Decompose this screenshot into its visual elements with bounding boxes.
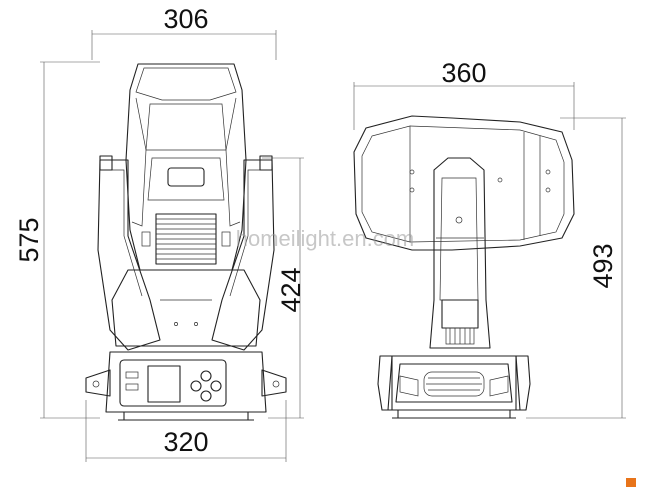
dim-label-493: 493 bbox=[588, 243, 618, 288]
dim-label-360: 360 bbox=[441, 58, 486, 88]
side-yoke-arm bbox=[429, 157, 491, 349]
base-grille bbox=[423, 371, 485, 397]
dim-total-height: 575 bbox=[14, 61, 100, 419]
front-grille bbox=[155, 213, 217, 265]
dim-top-width: 306 bbox=[91, 4, 277, 60]
front-lower-body bbox=[111, 269, 261, 347]
lcd-display bbox=[147, 365, 181, 403]
control-buttons bbox=[190, 370, 222, 402]
side-base bbox=[377, 355, 531, 419]
dim-label-320: 320 bbox=[163, 427, 208, 457]
dim-depth: 360 bbox=[353, 58, 575, 130]
front-yoke bbox=[97, 155, 275, 351]
watermark-text: homeilight.en.com bbox=[236, 226, 415, 251]
side-head bbox=[353, 115, 575, 251]
dim-base-width: 320 bbox=[85, 400, 287, 462]
dim-label-424: 424 bbox=[276, 267, 306, 312]
side-vent bbox=[445, 327, 475, 345]
front-view: 306 575 424 320 bbox=[14, 4, 306, 462]
corner-logo-mark bbox=[626, 478, 636, 487]
front-base bbox=[85, 351, 287, 421]
side-view: 360 493 bbox=[353, 58, 626, 419]
dim-label-575: 575 bbox=[14, 217, 44, 262]
front-head bbox=[125, 63, 247, 271]
dim-label-306: 306 bbox=[163, 4, 208, 34]
dim-arm-height: 424 bbox=[262, 157, 306, 419]
dim-side-height: 493 bbox=[526, 117, 626, 419]
